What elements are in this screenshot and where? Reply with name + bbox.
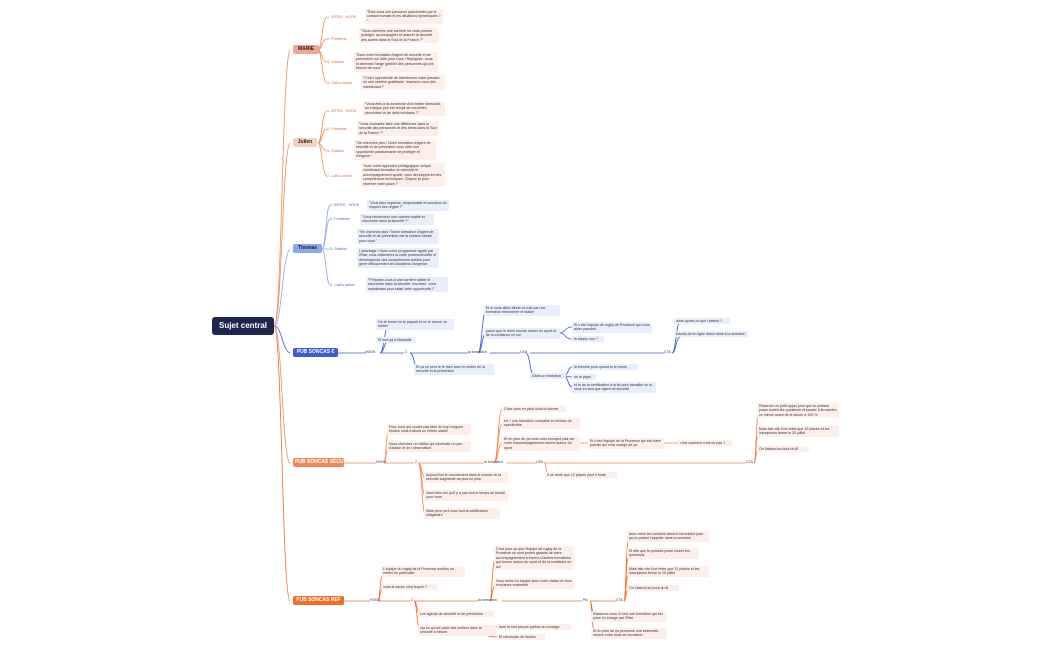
branch-marie[interactable]: MARIE <box>293 45 319 54</box>
soncas-euro-formation-2[interactable]: parce que le rémé touche autour du sport… <box>484 328 560 339</box>
central-topic[interactable]: Sujet central <box>212 317 274 335</box>
julien-intro-label[interactable]: 1- INTRO - HOOK <box>327 109 357 113</box>
marie-problem-label[interactable]: 2- Problème <box>327 37 347 41</box>
thomas-solution-text[interactable]: "Ne cherchez plus ! Notre formation d'ag… <box>357 229 439 245</box>
soncas-ref-pa-2[interactable]: Et en plus de ça personne une indemnité … <box>591 628 667 639</box>
thomas-cta-label[interactable]: 2- Call to action <box>330 283 355 287</box>
soncas-ref-step-2[interactable]: 2 <box>411 598 413 602</box>
soncas-ref-cta-label[interactable]: CTA <box>616 598 623 602</box>
soncas-secu-hook-label[interactable]: HOOK <box>376 460 387 464</box>
soncas-euro-cta-2[interactable]: Inscris-toi en ligne direct dans à la se… <box>674 331 748 338</box>
branch-julien[interactable]: Julien <box>293 138 317 147</box>
soncas-ref-cta-1[interactable]: donc mets tes contacts dans le formulair… <box>627 531 709 542</box>
soncas-secu-cta-1[interactable]: Réservez un petit appel pour que tu puis… <box>757 403 839 419</box>
soncas-secu-formation-label[interactable]: la formation <box>484 460 503 464</box>
trunk-line <box>273 248 291 327</box>
trunk-line <box>273 142 291 327</box>
marie-solution-label[interactable]: 3- Solution <box>327 60 345 64</box>
soncas-secu-formation-4[interactable]: Et c'est l'équipe de la Provence qui est… <box>588 438 664 449</box>
thomas-cta-text[interactable]: "Préparez-vous à une carrière stable et … <box>366 277 448 293</box>
julien-cta-text[interactable]: "Avec notre approche pédagogique unique … <box>361 163 445 188</box>
trunk-line <box>273 325 291 602</box>
soncas-ref-step-2-2[interactable]: car ce qu'ont parle des métiers dans la … <box>418 625 496 636</box>
julien-problem-label[interactable]: 2- Problème <box>327 127 347 131</box>
soncas-euro-hook-2[interactable]: Et tout ça à Marseille <box>376 337 416 344</box>
soncas-euro-step-2-text[interactable]: Et ça ce peut te le faire avec le métier… <box>414 364 494 375</box>
branch-pub-soncas-euro[interactable]: PUB SONCAS € <box>293 348 338 357</box>
soncas-ref-cta-3[interactable]: Mais fais vite il ne reste que 12 places… <box>627 566 709 577</box>
soncas-secu-step-2[interactable]: 2 <box>415 460 417 464</box>
soncas-euro-formation-4[interactable]: la classe non ? <box>572 336 604 343</box>
soncas-secu-formation-1[interactable]: Chez vous en peut vous la donner <box>502 406 566 413</box>
soncas-euro-cea-label[interactable]: CEA <box>520 350 528 354</box>
thomas-problem-text[interactable]: "Vous recherchez une carrière stable et … <box>360 214 434 225</box>
julien-cta-label[interactable]: 2- Call to action <box>327 174 352 178</box>
soncas-secu-cta-label[interactable]: CTA <box>746 460 753 464</box>
soncas-ref-step-2-4[interactable]: Et nécessite de l'action <box>497 634 545 641</box>
julien-solution-label[interactable]: 3- Solution <box>327 149 345 153</box>
soncas-euro-reception[interactable]: Dans un réception <box>530 373 566 380</box>
soncas-secu-hook-2[interactable]: Vous cherchez un métier qui nécessite un… <box>387 441 471 452</box>
soncas-secu-formation-5[interactable]: c'est vraiment n'est ce pas ? <box>678 440 732 447</box>
soncas-euro-cea-1[interactable]: la formule pour quand tu te forme <box>572 364 638 371</box>
marie-intro-label[interactable]: 1- INTRO - HOOK <box>327 15 357 19</box>
soncas-ref-step-2-1[interactable]: Les agents de sécurité et de prévention <box>418 611 494 618</box>
marie-cta-text[interactable]: "C'est l'opportunité de transformer votr… <box>361 75 445 91</box>
soncas-ref-hook-label[interactable]: HOOK <box>370 598 381 602</box>
soncas-euro-cea-2[interactable]: on te paye <box>572 374 596 381</box>
branch-pub-soncas-secu[interactable]: PUB SONCAS SÉCU <box>293 458 344 467</box>
soncas-euro-formation-label[interactable]: la formation <box>468 350 487 354</box>
soncas-secu-step-2-2[interactable]: Vous êtes sûr qu'il y a pas tout le temp… <box>424 490 508 501</box>
soncas-secu-cea-label[interactable]: CEA <box>536 460 544 464</box>
julien-problem-text[interactable]: "Vous souhaitez faire une différence dan… <box>357 121 439 137</box>
thomas-intro-label[interactable]: 1- INTRO - HOOK <box>330 203 360 207</box>
soncas-euro-step-2[interactable]: 2 <box>405 350 407 354</box>
marie-cta-label[interactable]: 2- Call to action <box>327 81 352 85</box>
marie-problem-text[interactable]: "Vous cherchez une carrière où vous pouv… <box>359 28 439 44</box>
soncas-euro-cta-label[interactable]: CTA <box>664 350 671 354</box>
thomas-solution-advantage[interactable]: L'avantage ? Avec notre programme agréé … <box>357 248 439 268</box>
marie-solution-text[interactable]: "Avec notre formation d'agent de sécurit… <box>354 52 438 72</box>
thomas-solution-label[interactable]: 3- Solution <box>330 247 348 251</box>
soncas-secu-cea-1[interactable]: Il ne reste que 12 places pour il fonte <box>545 472 617 479</box>
soncas-ref-step-2-3[interactable]: dont la font preuve parfois du courage <box>497 624 571 631</box>
soncas-secu-cta-2[interactable]: Mais fais vite il ne reste que 12 places… <box>757 426 839 437</box>
soncas-ref-hook-2[interactable]: vous le savez c'est lequel ? <box>381 584 437 591</box>
soncas-ref-cta-2[interactable]: Et afin que tu puisses poser toutes tes … <box>627 548 699 559</box>
soncas-secu-step-2-1[interactable]: Aujourd'hui le recrutement dans le monde… <box>424 472 508 483</box>
soncas-secu-formation-2[interactable]: en + une formation complète en termes de… <box>502 418 580 429</box>
branch-thomas[interactable]: Thomas <box>293 244 322 253</box>
soncas-ref-hook-1[interactable]: L'équipe du rugby de la Provence soutien… <box>381 566 465 577</box>
soncas-secu-step-2-3[interactable]: Mais pour ça il vous faut la certificati… <box>424 508 500 519</box>
trunk-line <box>273 49 291 327</box>
soncas-secu-cta-3[interactable]: On t'attend au bout du fil <box>757 446 809 453</box>
soncas-euro-formation-1[interactable]: Et si vous alliez direct ce trait par un… <box>484 305 560 316</box>
soncas-euro-cea-3[interactable]: et tu as ta certification à la fin pour … <box>572 382 656 393</box>
soncas-ref-formation-2[interactable]: Vous serez en équipe avec votre classe e… <box>494 578 574 589</box>
thomas-intro-text[interactable]: "Vous êtes organisé, responsable et souc… <box>367 200 449 211</box>
soncas-euro-cta-1[interactable]: alors qu'est-ce que t'attend ? <box>674 318 730 325</box>
julien-solution-text[interactable]: "Ne cherchez plus ! Notre formation d'ag… <box>354 140 436 160</box>
soncas-euro-hook-label[interactable]: HOOK <box>365 350 376 354</box>
soncas-ref-pa-label[interactable]: PA <box>583 598 588 602</box>
soncas-ref-formation-label[interactable]: la formation <box>478 598 497 602</box>
soncas-ref-formation-1[interactable]: C'est pour ça que l'équipe de rugby de l… <box>494 546 574 571</box>
soncas-secu-hook-1[interactable]: Pour vous qui voulez pas faire de trop l… <box>387 424 471 435</box>
branch-pub-soncas-ref[interactable]: PUB SONCAS REF <box>293 596 344 605</box>
julien-intro-text[interactable]: "Vous êtes à la recherche d'un métier st… <box>363 101 445 117</box>
soncas-euro-formation-3[interactable]: Et c'est l'équipe de rugby de Provence q… <box>572 322 652 333</box>
trunk-line <box>273 325 291 354</box>
trunk-line <box>273 325 291 464</box>
soncas-ref-cta-4[interactable]: On t'attend au bout du fil <box>627 585 679 592</box>
soncas-euro-hook-1[interactable]: On te forme en te payant et on te donne … <box>376 319 454 330</box>
thomas-problem-label[interactable]: 2- Problème <box>330 217 350 221</box>
marie-intro-text[interactable]: "Êtes-vous une personne passionnée par l… <box>365 9 443 25</box>
soncas-secu-formation-3[interactable]: Et en plus de ça vous vous envoyez pas c… <box>502 436 580 452</box>
soncas-ref-pa-1[interactable]: Rassurez-vous il n'est une formation qui… <box>591 611 667 622</box>
